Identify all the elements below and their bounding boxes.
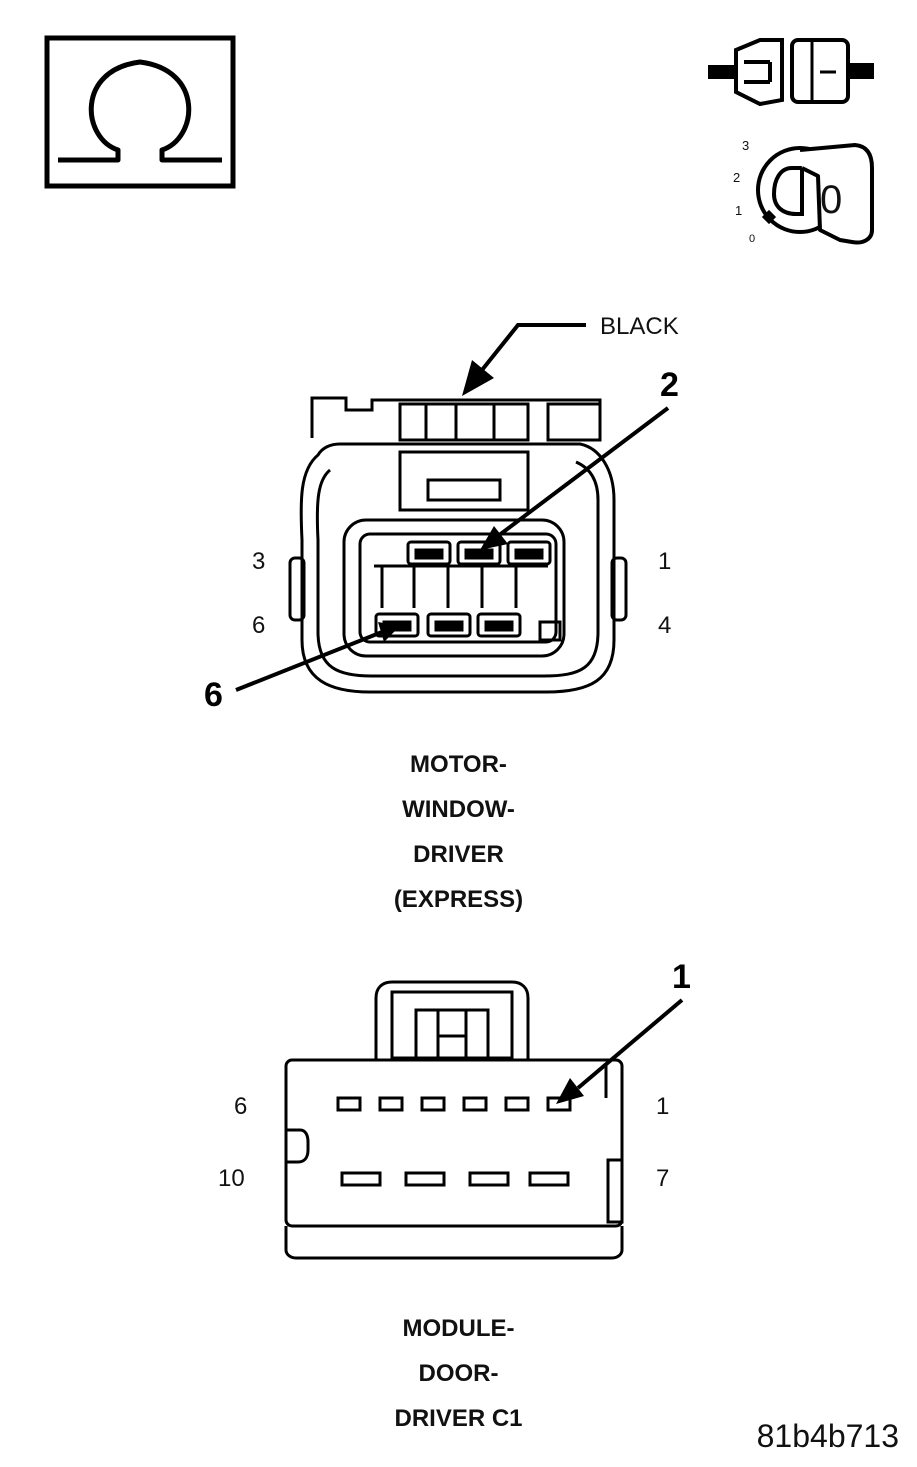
callout-arrow-1 [556, 998, 684, 1104]
callout-arrow-6 [235, 622, 400, 692]
motor-terminals [374, 540, 552, 638]
module-pin-label-bottom-left: 10 [218, 1165, 245, 1192]
caption-line: DRIVER [413, 841, 504, 868]
caption-line: MOTOR- [410, 751, 507, 778]
ignition-position-1: 1 [735, 203, 743, 218]
callout-2: 2 [660, 366, 679, 404]
module-connector-outline [284, 980, 624, 1260]
module-pin-label-top-right: 1 [656, 1093, 670, 1120]
color-leader-arrow [462, 323, 586, 396]
caption-line: WINDOW- [402, 796, 515, 823]
module-connector-caption: MODULE- DOOR- DRIVER C1 [0, 1306, 917, 1441]
caption-line: DRIVER C1 [394, 1405, 523, 1432]
callout-arrow-2 [480, 406, 670, 550]
pin-label-top-right: 1 [658, 548, 672, 575]
ignition-position-2: 2 [733, 170, 741, 185]
pin-label-bottom-left: 6 [252, 612, 266, 639]
ignition-switch-icon [756, 143, 874, 245]
module-pin-label-top-left: 6 [234, 1093, 248, 1120]
pin-label-bottom-right: 4 [658, 612, 672, 639]
caption-line: MODULE- [402, 1315, 515, 1342]
callout-1: 1 [672, 958, 691, 996]
caption-line: (EXPRESS) [393, 886, 524, 913]
module-pin-label-bottom-right: 7 [656, 1165, 670, 1192]
ignition-position-3: 3 [742, 138, 750, 153]
motor-connector-caption: MOTOR- WINDOW- DRIVER (EXPRESS) [0, 742, 917, 922]
motor-connector-outline [288, 396, 628, 694]
ohmmeter-icon [44, 35, 236, 189]
callout-6: 6 [204, 676, 223, 714]
module-terminals [336, 1096, 572, 1187]
ignition-key-label: 0 [820, 178, 843, 222]
caption-line: DOOR- [418, 1360, 499, 1387]
disconnect-icon [708, 38, 874, 107]
figure-id: 81b4b713 [756, 1418, 899, 1454]
color-label: BLACK [600, 313, 679, 340]
pin-label-top-left: 3 [252, 548, 266, 575]
ignition-position-0: 0 [749, 233, 756, 245]
